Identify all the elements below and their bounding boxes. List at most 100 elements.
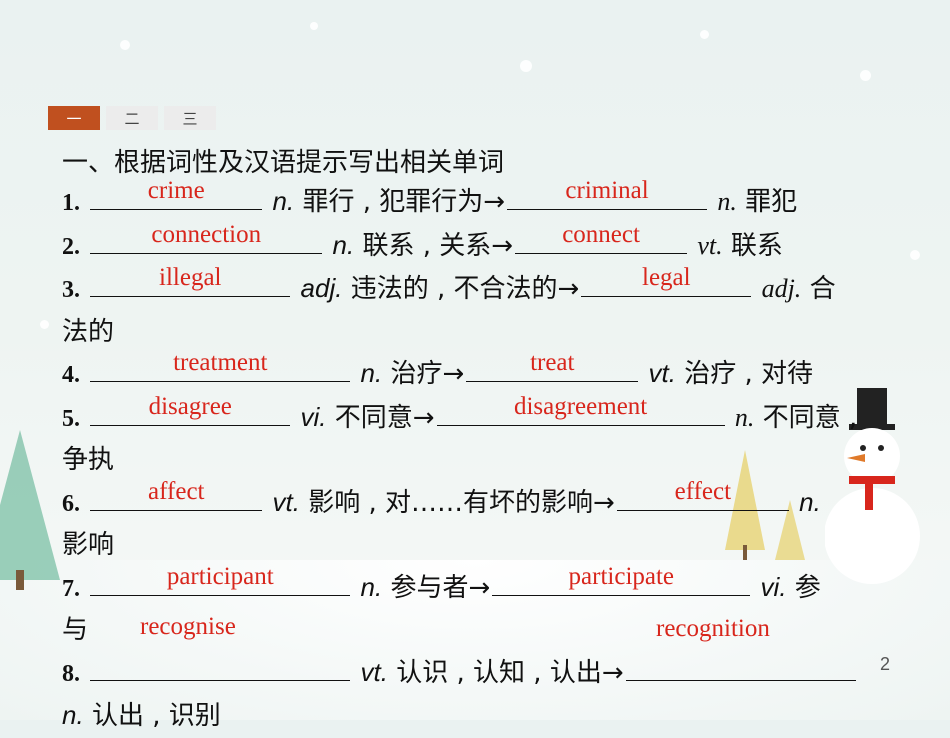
item-3: 3. illegal adj. 违法的 , 不合法的→legal adj. 合 [62,264,836,304]
part-of-speech: adj. [761,274,802,303]
part-of-speech: n. [360,571,383,602]
answer-text: participant [166,562,274,590]
part-of-speech: n. [799,486,821,517]
part-of-speech: vi. [300,401,327,432]
item-6: 6. affect vt. 影响 , 对……有坏的影响→effect n. [62,477,821,518]
meaning: 参 [786,572,821,603]
answer-blank[interactable]: treat [466,350,639,382]
answer-blank[interactable] [625,658,856,681]
item-7-wrap: 与 recognise recognition [62,610,902,652]
answer-text: disagreement [513,392,648,420]
answer-blank[interactable]: disagreement [436,394,725,426]
part-of-speech: vt. [360,656,388,687]
meaning: 罪犯 [736,187,798,217]
part-of-speech: n. [360,358,383,388]
answer-text: disagree [148,392,232,420]
part-of-speech: n. [734,402,755,432]
section-heading: 一、根据词性及汉语提示写出相关单词 [62,148,505,178]
answer-text: treatment [173,349,268,376]
answer-text: participate [568,562,675,590]
answer-blank[interactable]: illegal [90,265,291,297]
answer-text: legal [642,264,691,291]
answer-text: illegal [159,264,222,291]
item-7: 7. participant n. 参与者→participate vi. 参 [62,562,821,603]
item-8: 8. vt. 认识 , 认知 , 认出→ [62,652,902,696]
answer-blank[interactable] [90,658,351,681]
meaning: 法的 [62,316,115,347]
answer-blank[interactable]: effect [616,479,789,511]
answer-blank[interactable]: criminal [507,178,708,210]
part-of-speech: vi. [760,571,787,602]
meaning: 合 [801,274,836,304]
answer-text: crime [147,177,205,204]
item-number: 8 [62,660,74,687]
snowflake [700,30,709,39]
tree-right-icon [725,450,765,560]
item-number: 6 [62,490,74,517]
item-1: 1. crime n. 罪行 , 犯罪行为→criminal n. 罪犯 [62,177,798,217]
item-3-wrap: 法的 [62,312,902,354]
snowflake [910,250,920,260]
snow-ground [0,560,950,720]
item-number: 5 [62,405,74,432]
tab-section-3[interactable]: 三 [164,106,216,130]
answer-blank[interactable]: connection [90,222,323,254]
part-of-speech: n. [272,186,295,216]
tab-section-1[interactable]: 一 [48,106,100,130]
snowflake [40,320,49,329]
meaning: 争执 [62,445,115,475]
item-number: 4 [62,362,74,388]
answer-blank[interactable]: legal [581,265,752,297]
snowflake [860,70,871,81]
snowflake [310,22,318,30]
item-number: 3 [62,277,74,303]
meaning: 罪行 , 犯罪行为→ [294,187,506,217]
tree-left-icon [0,430,60,590]
answer-text: recognition [656,615,770,642]
meaning: 联系 , 关系→ [354,230,514,261]
meaning: 影响 , 对……有坏的影响→ [299,487,615,518]
answer-text: recognise [140,613,236,640]
tree-right-icon [775,500,805,560]
item-6-wrap: 影响 [62,525,902,567]
page-number: 2 [879,654,890,674]
meaning: 认识 , 认知 , 认出→ [387,657,624,688]
answer-blank[interactable]: connect [515,222,688,254]
meaning: 参与者→ [382,572,491,603]
exercise-content: 一、根据词性及汉语提示写出相关单词 1. crime n. 罪行 , 犯罪行为→… [62,145,902,738]
answer-blank[interactable]: treatment [90,350,351,382]
item-2: 2. connection n. 联系 , 关系→connect vt. 联系 [62,220,783,261]
answer-text: criminal [565,177,649,204]
meaning: 与 [62,615,89,645]
meaning: 违法的 , 不合法的→ [342,274,580,304]
snowflake [520,60,532,72]
part-of-speech: n. [717,187,737,216]
answer-blank[interactable]: crime [90,178,263,210]
meaning: 认出 , 识别 [83,701,221,731]
part-of-speech: n. [62,700,84,730]
tab-section-2[interactable]: 二 [106,106,158,130]
answer-text: connect [562,220,640,248]
meaning: 治疗→ [382,359,465,389]
meaning: 联系 [722,230,783,261]
answer-text: treat [530,349,575,376]
item-5-wrap: 争执 [62,440,902,482]
part-of-speech: vt. [648,358,676,388]
answer-blank[interactable]: participate [492,564,751,596]
meaning: 影响 [62,530,115,560]
answer-blank[interactable]: disagree [90,394,291,426]
answer-text: affect [148,477,205,505]
part-of-speech: n. [332,229,355,260]
answer-text: connection [151,220,262,248]
part-of-speech: vt. [697,230,723,260]
item-number: 1 [62,190,74,216]
meaning: 治疗 , 对待 [676,359,814,389]
item-4: 4. treatment n. 治疗→treat vt. 治疗 , 对待 [62,349,814,389]
meaning: 不同意 , [754,402,858,433]
snowman-icon [825,388,920,584]
meaning: 不同意→ [326,402,435,433]
answer-blank[interactable]: participant [90,564,351,596]
item-8-wrap: n. 认出 , 识别 [62,695,902,738]
tab-bar: 一 二 三 [48,106,216,130]
answer-blank[interactable]: affect [90,479,263,511]
